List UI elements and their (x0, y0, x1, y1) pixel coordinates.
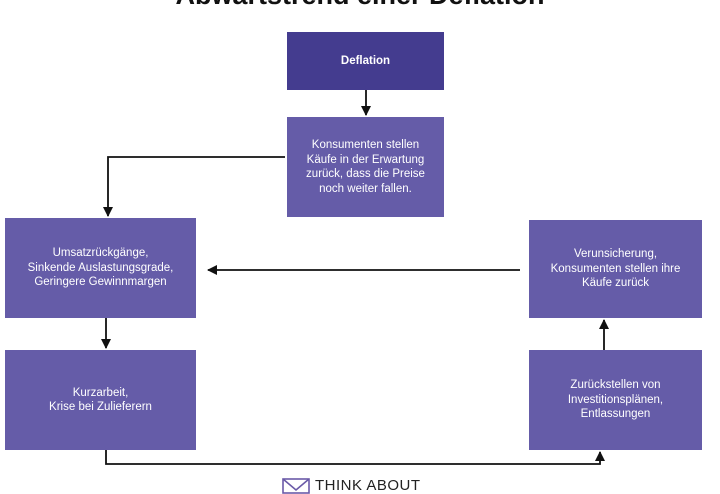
node-umsatzrueckgaenge: Umsatzrückgänge, Sinkende Auslastungsgra… (5, 218, 196, 318)
node-kurzarbeit: Kurzarbeit, Krise bei Zulieferern (5, 350, 196, 450)
diagram-title: Abwärtstrend einer Deflation (0, 0, 720, 11)
node-deflation: Deflation (287, 32, 444, 90)
brand-logo: THINK ABOUT (282, 478, 421, 494)
arrow-kurzarbeit-to-zurueckstellen (105, 450, 605, 465)
node-konsumenten-stellen-kaeufe-zurueck: Konsumenten stellen Käufe in der Erwartu… (287, 117, 444, 217)
logo-mark-icon (282, 478, 310, 494)
node-verunsicherung: Verunsicherung, Konsumenten stellen ihre… (529, 220, 702, 318)
arrow-konsumenten-to-umsatz (103, 156, 285, 217)
logo-text: THINK ABOUT (315, 477, 421, 494)
node-zurueckstellen-investitionen: Zurückstellen von Investitionsplänen, En… (529, 350, 702, 450)
